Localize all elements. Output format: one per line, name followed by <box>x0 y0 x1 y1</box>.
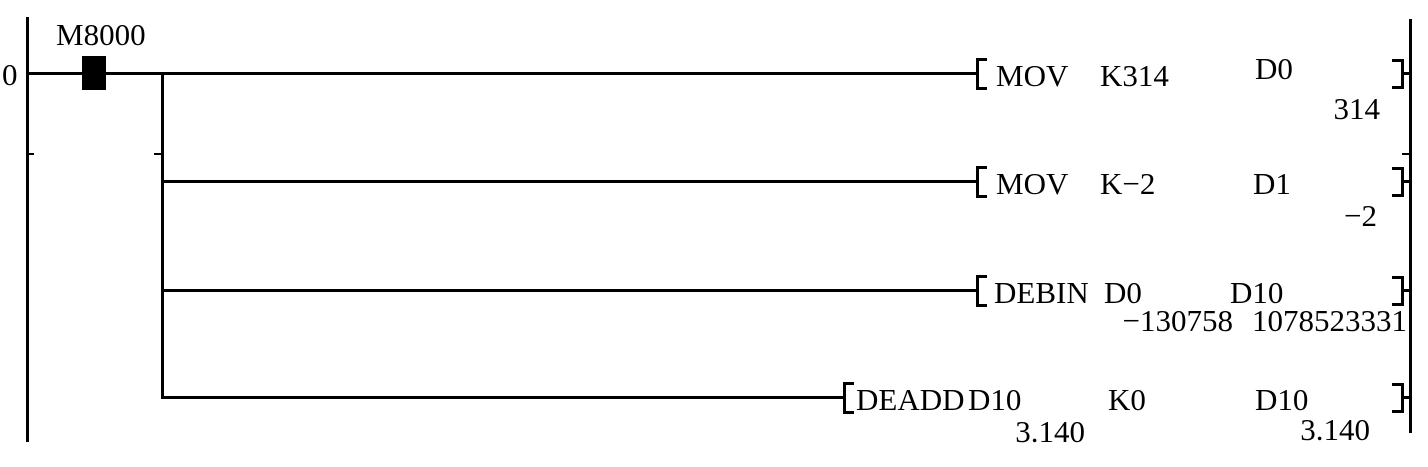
operand[interactable]: K314 <box>1100 58 1169 93</box>
monitor-value: 3.140 <box>1015 414 1085 449</box>
rail-connector <box>1402 396 1410 399</box>
step-number-label: 0 <box>2 57 18 92</box>
row-boundary-tick <box>26 153 34 155</box>
rung2-wire <box>161 180 978 183</box>
monitor-value: 314 <box>1333 91 1381 126</box>
instruction-opcode[interactable]: MOV <box>996 166 1069 201</box>
operand[interactable]: D10 <box>1255 382 1309 417</box>
instruction-opcode[interactable]: DEADD <box>856 382 965 417</box>
contact-m8000[interactable] <box>82 56 106 90</box>
rung3-wire <box>161 289 978 292</box>
rail-connector <box>1402 72 1410 75</box>
instruction-open-bracket <box>976 58 987 90</box>
monitor-value: 3.140 <box>1300 412 1370 447</box>
rung1-wire <box>26 72 978 75</box>
contact-label: M8000 <box>56 17 146 52</box>
instruction-open-bracket <box>976 275 987 307</box>
instruction-open-bracket <box>843 382 854 414</box>
operand[interactable]: D10 <box>1230 275 1284 310</box>
operand[interactable]: D1 <box>1253 166 1291 201</box>
rail-connector <box>1402 180 1410 183</box>
operand[interactable]: K0 <box>1108 382 1146 417</box>
operand[interactable]: D0 <box>1104 275 1142 310</box>
monitor-value: 1078523331 <box>1252 303 1407 338</box>
operand[interactable]: D10 <box>968 382 1022 417</box>
right-power-rail <box>1409 19 1412 433</box>
row-boundary-tick <box>1402 153 1410 155</box>
operand[interactable]: K−2 <box>1100 166 1156 201</box>
monitor-value: −2 <box>1344 198 1377 233</box>
operand[interactable]: D0 <box>1255 51 1293 86</box>
row-boundary-tick <box>154 153 162 155</box>
monitor-value: −130758 <box>1122 303 1233 338</box>
left-power-rail <box>26 17 29 442</box>
rail-connector <box>1402 289 1410 292</box>
branch-wire <box>161 72 164 399</box>
instruction-open-bracket <box>976 166 987 198</box>
instruction-opcode[interactable]: DEBIN <box>994 275 1089 310</box>
instruction-opcode[interactable]: MOV <box>996 58 1069 93</box>
rung4-wire <box>161 396 845 399</box>
